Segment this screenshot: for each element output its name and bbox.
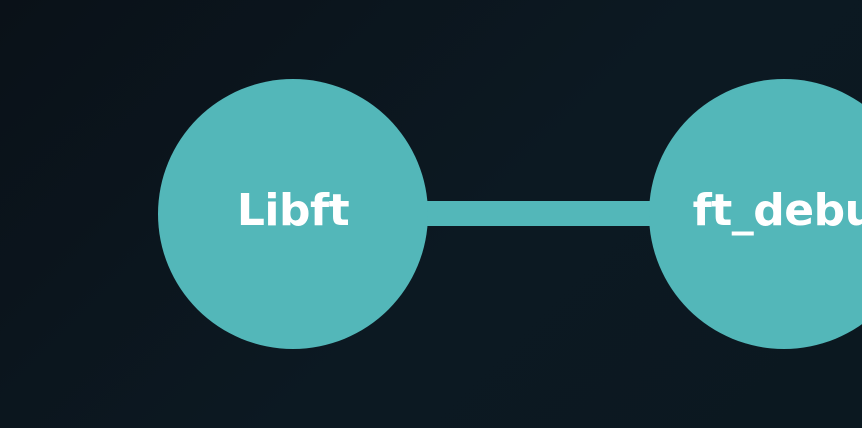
node-libft[interactable]: Libft (158, 79, 428, 349)
node-label: Libft (236, 184, 350, 236)
node-label: ft_debu (692, 184, 862, 236)
edge-libft-to-ft-debug (420, 201, 660, 226)
node-ft-debug[interactable]: ft_debu (649, 79, 862, 349)
